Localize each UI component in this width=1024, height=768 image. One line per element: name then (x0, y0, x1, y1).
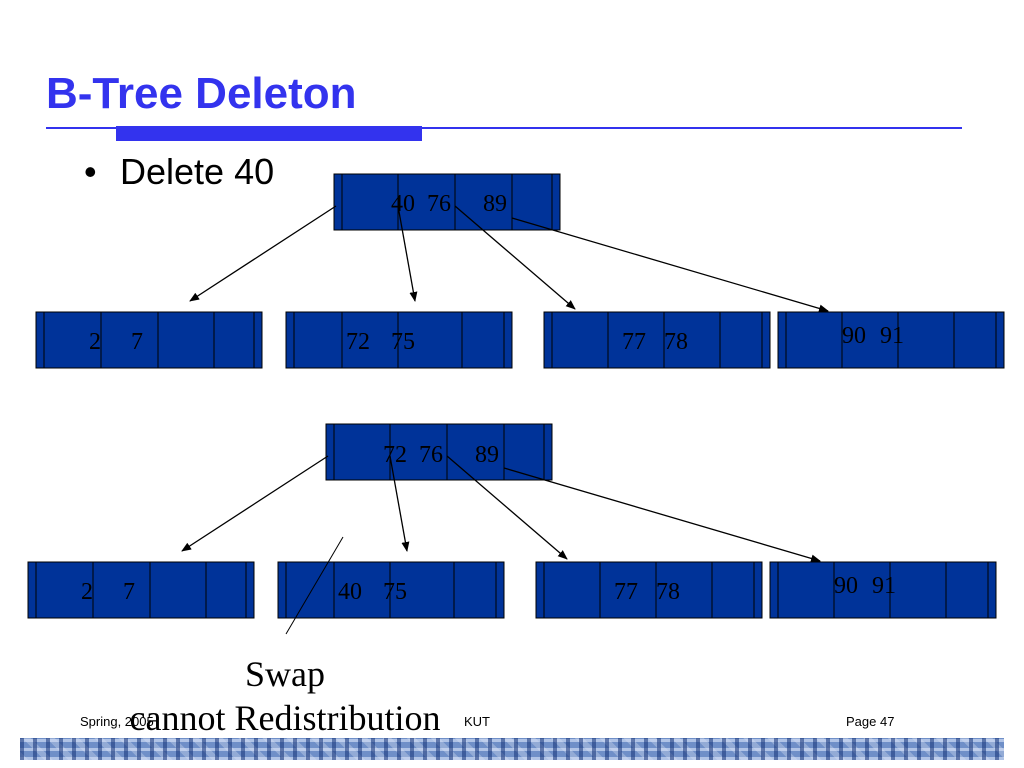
before-pointer-1 (189, 205, 337, 302)
after-leaf-1-key-2: 7 (123, 579, 135, 605)
after-leaf-4: 90 91 (769, 561, 997, 619)
after-root-key-1: 72 (383, 442, 407, 468)
title-accent-bar (116, 126, 422, 141)
after-leaf-2-key-1: 40 (338, 579, 362, 605)
before-root-key-2: 76 (427, 191, 451, 217)
slide-title: B-Tree Deleton (46, 69, 357, 118)
after-leaf-1: 2 7 (27, 561, 255, 619)
before-root-key-1: 40 (391, 191, 415, 217)
after-leaf-3: 77 78 (535, 561, 763, 619)
after-leaf-3-key-2: 78 (656, 579, 680, 605)
before-leaf-3-key-2: 78 (664, 329, 688, 355)
before-leaf-3-key-1: 77 (622, 329, 646, 355)
after-root-key-2: 76 (419, 442, 443, 468)
after-leaf-4-key-2: 91 (872, 573, 896, 599)
bullet-item: • Delete 40 (84, 150, 274, 194)
footer-center: KUT (464, 714, 490, 729)
after-pointer-4 (503, 467, 821, 563)
before-pointers (189, 205, 829, 313)
caption-cannot-redistribution: cannot Redistribution (129, 698, 441, 738)
after-pointer-2 (389, 455, 410, 552)
before-leaf-2: 72 75 (285, 311, 513, 369)
bullet-text: Delete 40 (120, 151, 275, 192)
before-leaf-4-key-1: 90 (842, 323, 866, 349)
title-underline (46, 127, 962, 129)
after-root-key-3: 89 (475, 442, 499, 468)
before-pointer-2 (397, 205, 418, 302)
before-leaf-2-key-2: 75 (391, 329, 415, 355)
before-leaf-3: 77 78 (543, 311, 771, 369)
after-leaf-3-key-1: 77 (614, 579, 638, 605)
after-pointers (181, 455, 821, 563)
before-leaf-2-key-1: 72 (346, 329, 370, 355)
before-root-key-3: 89 (483, 191, 507, 217)
after-leaf-4-key-1: 90 (834, 573, 858, 599)
after-leaf-1-key-1: 2 (81, 579, 93, 605)
footer-page-number: Page 47 (846, 714, 895, 729)
after-pointer-3 (446, 455, 568, 560)
before-leaf-1: 2 7 (35, 311, 263, 369)
before-leaf-1-key-2: 7 (131, 329, 143, 355)
before-leaf-4-key-2: 91 (880, 323, 904, 349)
caption-swap: Swap (245, 654, 325, 694)
bullet-dot: • (84, 151, 97, 192)
callout-line (285, 536, 344, 635)
before-leaf-1-key-1: 2 (89, 329, 101, 355)
after-pointer-1 (181, 455, 329, 552)
after-leaf-2: 40 75 (277, 561, 505, 619)
after-leaf-2-key-2: 75 (383, 579, 407, 605)
before-pointer-3 (454, 205, 576, 310)
before-pointer-4 (511, 217, 829, 313)
before-leaf-4: 90 91 (777, 311, 1005, 369)
footer-left: Spring, 2005 (80, 714, 154, 729)
footer-decorative-bar (20, 738, 1004, 760)
